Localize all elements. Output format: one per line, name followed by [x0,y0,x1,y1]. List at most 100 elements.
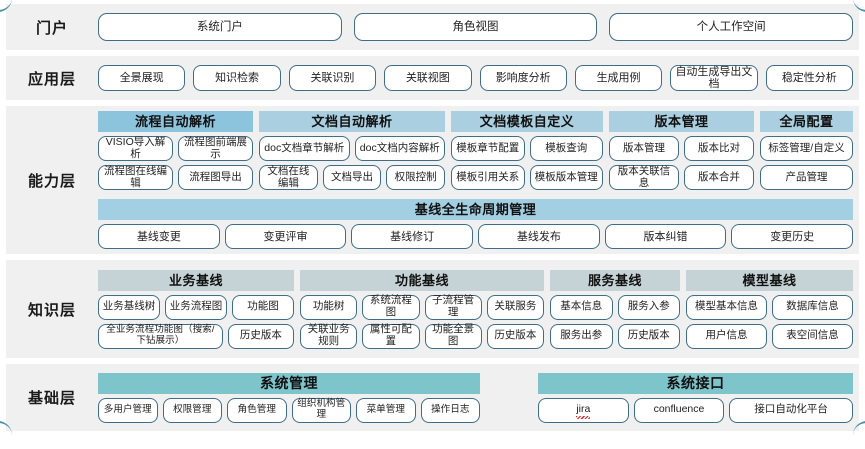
app-item-panorama[interactable]: 全景展现 [98,65,186,92]
app-item-knowledge-search[interactable]: 知识检索 [193,65,281,92]
cap-item-version-compare[interactable]: 版本比对 [684,136,754,162]
cap-item-doc-export[interactable]: 文档导出 [322,165,382,191]
foundation-group-system-manage: 系统管理 多用户管理 权限管理 角色管理 组织机构管理 菜单管理 操作日志 [98,372,480,423]
cap-item-template-chapter-config[interactable]: 模板章节配置 [451,136,525,162]
know-item-business-flowchart[interactable]: 业务流程图 [165,294,227,320]
cap-item-visio-import-parse[interactable]: VISIO导入解析 [98,136,173,162]
capability-group-baseline-lifecycle: 基线全生命周期管理 基线变更 变更评审 基线修订 基线发布 版本纠错 变更历史 [98,199,854,250]
know-item-history-version-service[interactable]: 历史版本 [617,323,680,349]
app-item-relation-recognition[interactable]: 关联识别 [288,65,377,92]
lifecycle-item-change-history[interactable]: 变更历史 [731,224,854,250]
lifecycle-item-baseline-revision[interactable]: 基线修订 [351,224,474,250]
app-item-impact-analysis[interactable]: 影响度分析 [479,65,567,92]
layer-body-portal: 系统门户 角色视图 个人工作空间 [98,13,859,42]
know-item-service-input-param[interactable]: 服务入参 [617,294,680,320]
capability-group-track: 流程自动解析 VISIO导入解析 流程图前端展示 流程图在线编辑 流程图导出 [98,111,853,191]
know-item-function-panorama[interactable]: 功能全景图 [424,323,482,349]
cap-item-flowchart-frontend-display[interactable]: 流程图前端展示 [178,136,253,162]
cap-item-flowchart-online-edit[interactable]: 流程图在线编辑 [98,165,173,191]
layer-portal: 门户 系统门户 角色视图 个人工作空间 [6,4,859,51]
cap-item-doc-chapter-parse[interactable]: doc文档章节解析 [259,136,350,162]
cap-item-version-relation-info[interactable]: 版本关联信息 [609,165,679,191]
know-item-related-service[interactable]: 关联服务 [486,294,544,320]
cap-item-tag-manage-custom[interactable]: 标签管理/自定义 [760,136,853,162]
group-head-doc-template: 文档模板自定义 [451,111,603,133]
cap-item-doc-content-parse[interactable]: doc文档内容解析 [354,136,445,162]
base-item-jira[interactable]: jira [538,397,629,423]
group-row: 业务基线树 业务流程图 功能图 [98,294,294,320]
base-item-menu-manage[interactable]: 菜单管理 [356,397,416,423]
knowledge-group-service-baseline: 服务基线 基本信息 服务入参 服务出参 历史版本 [550,269,680,349]
base-item-confluence[interactable]: confluence [633,397,725,423]
group-head-model-baseline: 模型基线 [686,269,853,291]
layer-body-application: 全景展现 知识检索 关联识别 关联视图 影响度分析 生成用例 自动生成导出文档 … [98,65,859,92]
app-item-relation-view[interactable]: 关联视图 [384,65,472,92]
know-item-business-baseline-tree[interactable]: 业务基线树 [98,294,160,320]
base-item-role-manage[interactable]: 角色管理 [227,397,287,423]
portal-item-role-view[interactable]: 角色视图 [353,13,598,42]
group-row: 产品管理 [760,165,853,191]
know-item-system-flowchart[interactable]: 系统流程图 [362,294,420,320]
lifecycle-item-version-correction[interactable]: 版本纠错 [604,224,727,250]
group-head-function-baseline: 功能基线 [300,269,544,291]
cap-item-product-manage[interactable]: 产品管理 [760,165,853,191]
base-item-permission-manage[interactable]: 权限管理 [162,397,222,423]
lifecycle-item-change-review[interactable]: 变更评审 [224,224,347,250]
group-rows-doc-template: 模板章节配置 模板查询 模板引用关系 模板版本管理 [451,136,603,191]
lifecycle-item-baseline-change[interactable]: 基线变更 [98,224,220,250]
app-item-generate-case[interactable]: 生成用例 [574,65,663,92]
app-item-auto-export-doc[interactable]: 自动生成导出文档 [670,65,758,92]
knowledge-group-model-baseline: 模型基线 模型基本信息 数据库信息 用户信息 表空间信息 [686,269,853,349]
knowledge-group-track: 业务基线 业务基线树 业务流程图 功能图 全业务流程功能图（搜索/下钻展示） 历… [98,269,853,349]
cap-item-template-reference-relation[interactable]: 模板引用关系 [451,165,525,191]
know-item-model-basic-info[interactable]: 模型基本信息 [686,294,767,320]
know-item-user-info[interactable]: 用户信息 [686,323,767,349]
know-item-database-info[interactable]: 数据库信息 [772,294,853,320]
base-item-multi-user-manage[interactable]: 多用户管理 [98,397,158,423]
group-head-process-parse: 流程自动解析 [98,111,253,133]
app-item-stability-analysis[interactable]: 稳定性分析 [765,65,853,92]
cap-item-flowchart-export[interactable]: 流程图导出 [178,165,253,191]
base-item-interface-automation-platform[interactable]: 接口自动化平台 [729,397,853,423]
group-row: 模板章节配置 模板查询 [451,136,603,162]
layer-label-knowledge: 知识层 [27,301,76,319]
know-item-tablespace-info[interactable]: 表空间信息 [772,323,853,349]
cap-item-template-version-manage[interactable]: 模板版本管理 [529,165,603,191]
group-head-business-baseline: 业务基线 [98,269,294,291]
architecture-diagram: 门户 系统门户 角色视图 个人工作空间 应用层 全景展现 知识检索 关联识别 关… [0,4,865,432]
base-item-org-structure-manage[interactable]: 组织机构管理 [291,397,351,423]
cap-item-doc-online-edit[interactable]: 文档在线编辑 [259,165,318,191]
know-item-function-diagram[interactable]: 功能图 [232,294,294,320]
group-rows-version-manage: 版本管理 版本比对 版本关联信息 版本合并 [609,136,754,191]
know-item-history-version-business[interactable]: 历史版本 [227,323,294,349]
portal-button-track: 系统门户 角色视图 个人工作空间 [98,13,854,42]
group-rows-function-baseline: 功能树 系统流程图 子流程管理 关联服务 关联业务规则 属性可配置 功能全景图 … [300,294,544,349]
cap-item-version-merge[interactable]: 版本合并 [684,165,754,191]
know-item-history-version-function[interactable]: 历史版本 [486,323,544,349]
cap-item-version-manage[interactable]: 版本管理 [609,136,679,162]
layer-foundation: 基础层 系统管理 多用户管理 权限管理 角色管理 组织机构管理 菜单管理 操作日… [6,364,859,432]
know-item-attribute-configurable[interactable]: 属性可配置 [362,323,420,349]
know-item-function-tree[interactable]: 功能树 [300,294,358,320]
layer-capability: 能力层 流程自动解析 VISIO导入解析 流程图前端展示 流程图在线编辑 流程图… [6,106,859,254]
group-rows-business-baseline: 业务基线树 业务流程图 功能图 全业务流程功能图（搜索/下钻展示） 历史版本 [98,294,294,349]
know-item-full-business-flow-function-diagram[interactable]: 全业务流程功能图（搜索/下钻展示） [98,323,223,349]
cap-item-template-query[interactable]: 模板查询 [529,136,603,162]
know-item-related-business-rule[interactable]: 关联业务规则 [300,323,358,349]
cap-item-permission-control[interactable]: 权限控制 [386,165,446,191]
application-button-track: 全景展现 知识检索 关联识别 关联视图 影响度分析 生成用例 自动生成导出文档 … [98,65,853,92]
lifecycle-item-baseline-release[interactable]: 基线发布 [478,224,600,250]
layer-knowledge: 知识层 业务基线 业务基线树 业务流程图 功能图 全业务流程功能图（搜索/下钻展… [6,259,859,359]
group-row: 基线变更 变更评审 基线修订 基线发布 版本纠错 变更历史 [98,224,854,250]
group-rows-global-config: 标签管理/自定义 产品管理 [760,136,853,191]
group-head-global-config: 全局配置 [760,111,853,133]
know-item-subprocess-manage[interactable]: 子流程管理 [424,294,482,320]
portal-item-personal-workspace[interactable]: 个人工作空间 [609,13,854,42]
know-item-basic-info[interactable]: 基本信息 [550,294,613,320]
know-item-service-output-param[interactable]: 服务出参 [550,323,613,349]
base-item-operation-log[interactable]: 操作日志 [420,397,480,423]
layer-application: 应用层 全景展现 知识检索 关联识别 关联视图 影响度分析 生成用例 自动生成导… [6,56,859,101]
portal-item-system-portal[interactable]: 系统门户 [98,13,342,42]
group-row: 模型基本信息 数据库信息 [686,294,853,320]
group-row: 多用户管理 权限管理 角色管理 组织机构管理 菜单管理 操作日志 [98,397,480,423]
